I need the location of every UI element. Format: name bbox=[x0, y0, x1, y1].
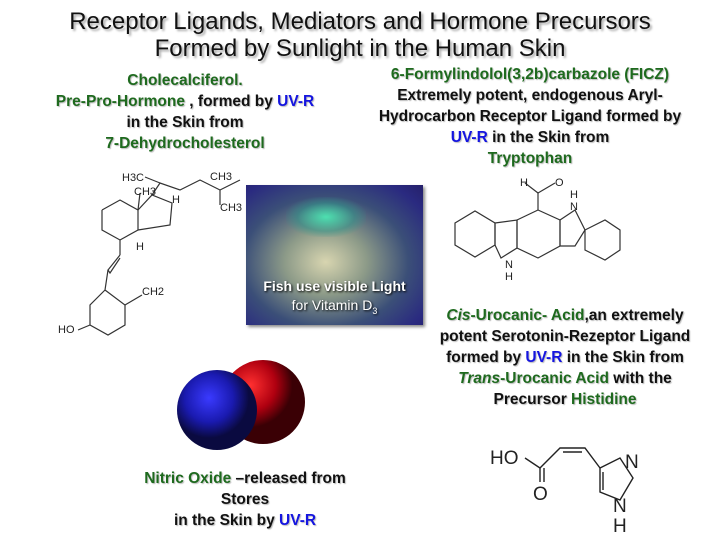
ficz-structure: H O N H N H bbox=[454, 178, 621, 283]
ficz-text: in the Skin from bbox=[487, 129, 610, 146]
cis-urocanic-acid-structure: HO O N N H bbox=[490, 447, 639, 535]
ficz-precursor: Tryptophan bbox=[487, 150, 573, 167]
photo-caption-line1: Fish use visible Light bbox=[263, 278, 406, 294]
uca-name: Cis bbox=[446, 307, 471, 324]
nitrogen-atom bbox=[177, 370, 257, 450]
ficz-text: Extremely potent, endogenous Aryl- bbox=[397, 87, 663, 104]
atom-label: H bbox=[505, 271, 513, 283]
atom-label: CH3 bbox=[210, 171, 232, 183]
no-text: Stores bbox=[220, 491, 270, 508]
atom-label: H bbox=[613, 516, 627, 535]
uca-precursor: -Urocanic Acid bbox=[500, 370, 609, 387]
atom-label: O bbox=[533, 484, 548, 505]
vitd-name: Cholecalciferol. bbox=[127, 72, 243, 89]
atom-label: N bbox=[570, 201, 578, 213]
urocanic-acid-caption: Cis-Urocanic- Acid,an extremely potent S… bbox=[400, 305, 720, 410]
cholecalciferol-structure: H3C CH3 CH3 CH3 H H CH2 HO bbox=[58, 171, 242, 336]
atom-label: CH2 bbox=[142, 286, 164, 298]
no-text: –released from bbox=[231, 470, 346, 487]
slide-title-line1: Receptor Ligands, Mediators and Hormone … bbox=[69, 8, 651, 35]
atom-label: H3C bbox=[122, 172, 144, 184]
atom-label: H bbox=[520, 178, 528, 189]
uca-text: Precursor bbox=[493, 391, 572, 408]
atom-label: H bbox=[570, 189, 578, 201]
fluorescence-glow bbox=[286, 197, 366, 237]
uca-text: ,an extremely bbox=[584, 307, 684, 324]
no-text: in the Skin by bbox=[173, 512, 280, 529]
vitd-text: in the Skin from bbox=[126, 114, 244, 131]
uca-text: potent Serotonin-Rezeptor Ligand bbox=[439, 328, 691, 345]
nitric-oxide-model bbox=[177, 360, 305, 450]
uv-r-label: UV-R bbox=[279, 512, 317, 529]
atom-label: CH3 bbox=[220, 202, 242, 214]
vitd-precursor: 7-Dehydrocholesterol bbox=[105, 135, 265, 152]
uv-r-label: UV-R bbox=[450, 129, 488, 146]
uca-precursor: Trans bbox=[458, 370, 501, 387]
ficz-text: Hydrocarbon Receptor Ligand formed by bbox=[378, 108, 682, 125]
uv-r-label: UV-R bbox=[277, 93, 315, 110]
uca-text: with the bbox=[608, 370, 672, 387]
atom-label: O bbox=[555, 178, 564, 189]
atom-label: N bbox=[505, 259, 513, 271]
atom-label: HO bbox=[490, 448, 519, 469]
atom-label: CH3 bbox=[134, 186, 156, 198]
vitd-text: , formed by bbox=[184, 93, 278, 110]
ficz-name: 6-Formylindolol(3,2b)carbazole (FICZ) bbox=[390, 66, 670, 83]
atom-label: H bbox=[172, 194, 180, 206]
uv-r-label: UV-R bbox=[525, 349, 563, 366]
atom-label: HO bbox=[58, 324, 75, 336]
subscript: 3 bbox=[372, 305, 378, 316]
atom-label: N bbox=[613, 496, 627, 517]
uca-text: in the Skin from bbox=[562, 349, 684, 366]
vitamin-d-caption: Cholecalciferol. Pre-Pro-Hormone , forme… bbox=[20, 70, 350, 154]
uca-name: -Urocanic- Acid bbox=[470, 307, 585, 324]
photo-caption-line2: for Vitamin D bbox=[291, 297, 373, 313]
nitric-oxide-caption: Nitric Oxide –released from Stores in th… bbox=[100, 468, 390, 531]
histidine-label: Histidine bbox=[571, 391, 637, 408]
slide-title-line2: Formed by Sunlight in the Human Skin bbox=[154, 35, 566, 62]
fish-fluorescence-photo: Fish use visible Light for Vitamin D3 bbox=[246, 185, 423, 325]
uca-text: formed by bbox=[446, 349, 526, 366]
atom-label: H bbox=[136, 241, 144, 253]
vitd-role: Pre-Pro-Hormone bbox=[55, 93, 185, 110]
atom-label: N bbox=[625, 452, 639, 473]
no-name: Nitric Oxide bbox=[144, 470, 232, 487]
ficz-caption: 6-Formylindolol(3,2b)carbazole (FICZ) Ex… bbox=[345, 64, 715, 169]
